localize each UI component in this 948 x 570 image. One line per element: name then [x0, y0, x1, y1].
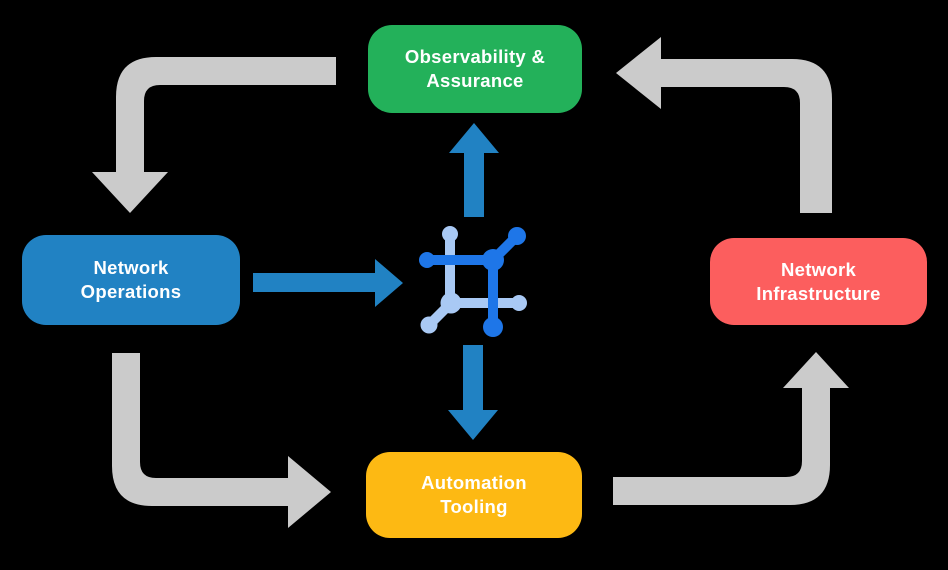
node-label-line: Observability & [404, 46, 546, 67]
node-label-line: Network [780, 258, 857, 280]
node-label-line: Operations [80, 281, 182, 302]
network-icon-light-nodes [420, 226, 527, 334]
node-label-line: Automation [421, 472, 527, 493]
arrow-infrastructure-to-observability [616, 37, 832, 213]
node-network-operations: Network Operations [22, 235, 240, 325]
arrow-automation-to-infrastructure [613, 352, 849, 505]
arrow-observability-to-operations [92, 57, 336, 213]
network-automation-icon [419, 226, 527, 337]
node-automation-tooling: Automation Tooling [366, 452, 582, 538]
node-network-infrastructure: Network Infrastructure [710, 238, 927, 325]
node-label-line: Assurance [426, 70, 524, 91]
node-label-line: Tooling [440, 496, 508, 517]
arrow-icon-to-automation [448, 345, 498, 440]
node-label-line: Network [93, 257, 169, 278]
arrow-operations-to-automation [112, 353, 331, 528]
network-icon-dark-nodes [419, 227, 526, 337]
node-label-line: Infrastructure [756, 282, 881, 304]
arrow-icon-to-observability [449, 123, 499, 217]
arrow-operations-to-icon [253, 259, 403, 307]
node-observability-assurance: Observability & Assurance [368, 25, 582, 113]
